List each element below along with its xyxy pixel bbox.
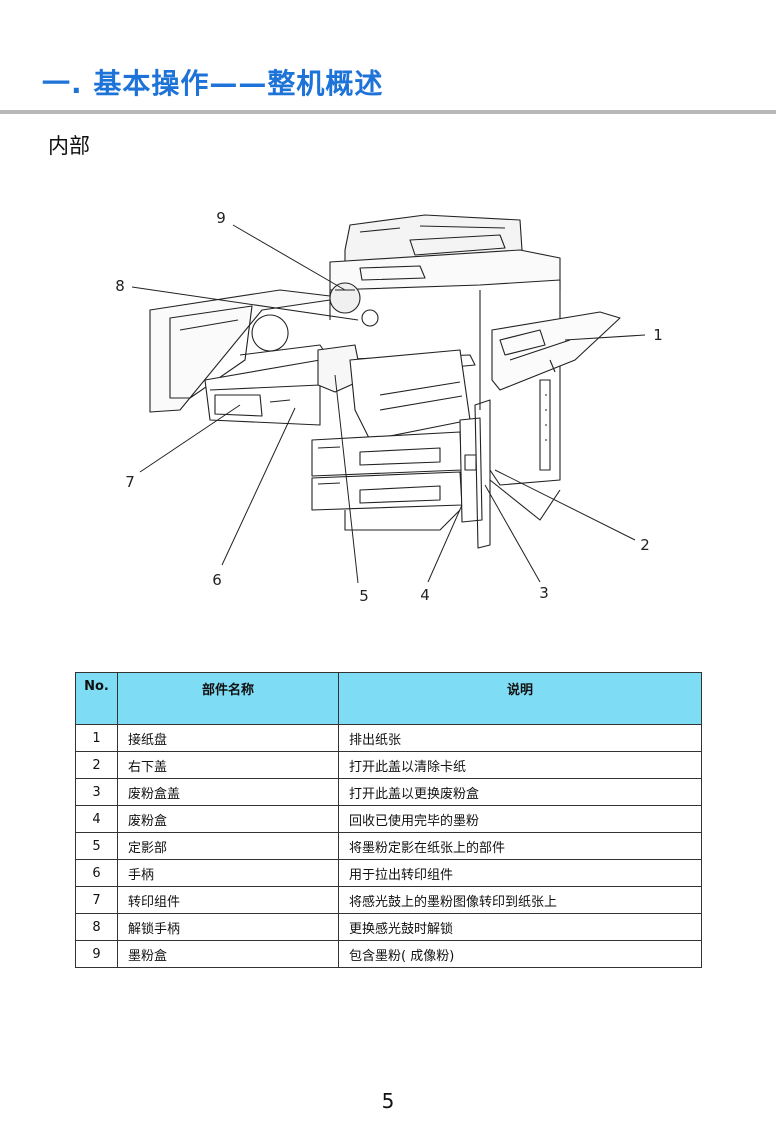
row-no: 8 <box>75 913 118 941</box>
row-no: 7 <box>75 886 118 914</box>
page-number: 5 <box>381 1089 395 1113</box>
row-part-name: 定影部 <box>117 832 339 860</box>
table-row: 1 接纸盘 排出纸张 <box>75 724 702 752</box>
row-description: 用于拉出转印组件 <box>338 859 702 887</box>
header-part-name: 部件名称 <box>117 672 339 725</box>
row-no: 3 <box>75 778 118 806</box>
header-no: No. <box>75 672 118 725</box>
table-row: 6 手柄 用于拉出转印组件 <box>75 859 702 887</box>
row-part-name: 接纸盘 <box>117 724 339 752</box>
row-description: 打开此盖以更换废粉盒 <box>338 778 702 806</box>
fuser-assembly <box>317 344 471 461</box>
row-no: 4 <box>75 805 118 833</box>
callout-8: 8 <box>115 277 125 295</box>
callout-3: 3 <box>539 584 549 602</box>
table-row: 3 废粉盒盖 打开此盖以更换废粉盒 <box>75 778 702 806</box>
callout-5: 5 <box>359 587 369 605</box>
row-description: 包含墨粉( 成像粉) <box>338 940 702 968</box>
row-description: 打开此盖以清除卡纸 <box>338 751 702 779</box>
callout-7: 7 <box>125 473 135 491</box>
row-part-name: 废粉盒 <box>117 805 339 833</box>
callout-4: 4 <box>420 586 430 604</box>
row-part-name: 右下盖 <box>117 751 339 779</box>
row-no: 5 <box>75 832 118 860</box>
row-part-name: 墨粉盒 <box>117 940 339 968</box>
row-no: 6 <box>75 859 118 887</box>
table-header-row: No. 部件名称 说明 <box>75 672 702 725</box>
output-tray <box>491 311 621 391</box>
table-row: 4 废粉盒 回收已使用完毕的墨粉 <box>75 805 702 833</box>
copier-interior-diagram: 1 2 3 4 5 6 7 8 9 <box>115 209 663 605</box>
row-description: 将墨粉定影在纸张上的部件 <box>338 832 702 860</box>
row-part-name: 手柄 <box>117 859 339 887</box>
section-heading: 内部 <box>48 134 90 158</box>
waste-toner-box <box>459 399 491 549</box>
callout-1: 1 <box>653 326 663 344</box>
table-row: 2 右下盖 打开此盖以清除卡纸 <box>75 751 702 779</box>
callout-6: 6 <box>212 571 222 589</box>
row-no: 2 <box>75 751 118 779</box>
callout-2: 2 <box>640 536 650 554</box>
row-no: 9 <box>75 940 118 968</box>
paper-trays <box>311 431 463 531</box>
callout-9: 9 <box>216 209 226 227</box>
table-row: 8 解锁手柄 更换感光鼓时解锁 <box>75 913 702 941</box>
table-row: 5 定影部 将墨粉定影在纸张上的部件 <box>75 832 702 860</box>
table-row: 9 墨粉盒 包含墨粉( 成像粉) <box>75 940 702 968</box>
row-description: 更换感光鼓时解锁 <box>338 913 702 941</box>
parts-table: No. 部件名称 说明 1 接纸盘 排出纸张 2 右下盖 打开此盖以清除卡纸 3… <box>75 672 702 968</box>
row-description: 将感光鼓上的墨粉图像转印到纸张上 <box>338 886 702 914</box>
row-description: 回收已使用完毕的墨粉 <box>338 805 702 833</box>
toner-cartridge <box>329 282 379 327</box>
row-no: 1 <box>75 724 118 752</box>
row-part-name: 解锁手柄 <box>117 913 339 941</box>
row-part-name: 废粉盒盖 <box>117 778 339 806</box>
header-description: 说明 <box>338 672 702 725</box>
row-part-name: 转印组件 <box>117 886 339 914</box>
page-title: 一. 基本操作——整机概述 <box>42 67 384 100</box>
table-row: 7 转印组件 将感光鼓上的墨粉图像转印到纸张上 <box>75 886 702 914</box>
title-divider <box>0 110 776 114</box>
row-description: 排出纸张 <box>338 724 702 752</box>
